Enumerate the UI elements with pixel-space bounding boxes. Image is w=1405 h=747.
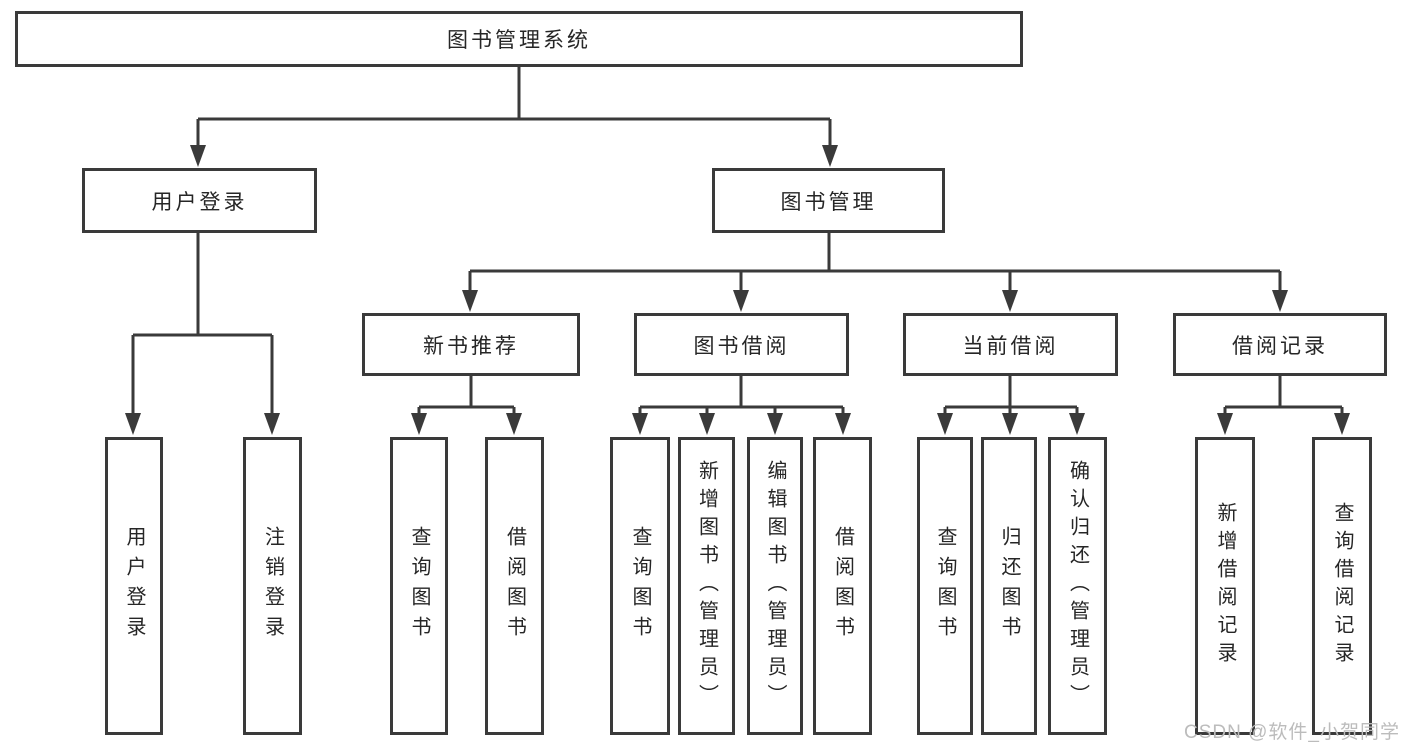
leaf-logout: 注销登录 [243, 437, 302, 735]
leaf-query-books-recommend: 查询图书 [390, 437, 448, 735]
leaf-add-borrow-record: 新增借阅记录 [1195, 437, 1255, 735]
leaf-query-borrow-record: 查询借阅记录 [1312, 437, 1372, 735]
node-user-login: 用户登录 [82, 168, 317, 233]
node-book-borrow: 图书借阅 [634, 313, 849, 376]
leaf-return-book: 归还图书 [981, 437, 1037, 735]
leaf-query-books-borrow: 查询图书 [610, 437, 670, 735]
node-borrow-records: 借阅记录 [1173, 313, 1387, 376]
leaf-add-book-admin: 新增图书（管理员） [678, 437, 735, 735]
node-book-management: 图书管理 [712, 168, 945, 233]
leaf-borrow-books-recommend: 借阅图书 [485, 437, 544, 735]
leaf-edit-book-admin: 编辑图书（管理员） [747, 437, 803, 735]
leaf-user-login: 用户登录 [105, 437, 163, 735]
leaf-borrow-books: 借阅图书 [813, 437, 872, 735]
csdn-watermark: CSDN @软件_小贺同学 [1184, 722, 1400, 743]
leaf-query-books-current: 查询图书 [917, 437, 973, 735]
node-new-book-recommend: 新书推荐 [362, 313, 580, 376]
leaf-confirm-return-admin: 确认归还（管理员） [1048, 437, 1107, 735]
node-root-system: 图书管理系统 [15, 11, 1023, 67]
node-current-borrow: 当前借阅 [903, 313, 1118, 376]
